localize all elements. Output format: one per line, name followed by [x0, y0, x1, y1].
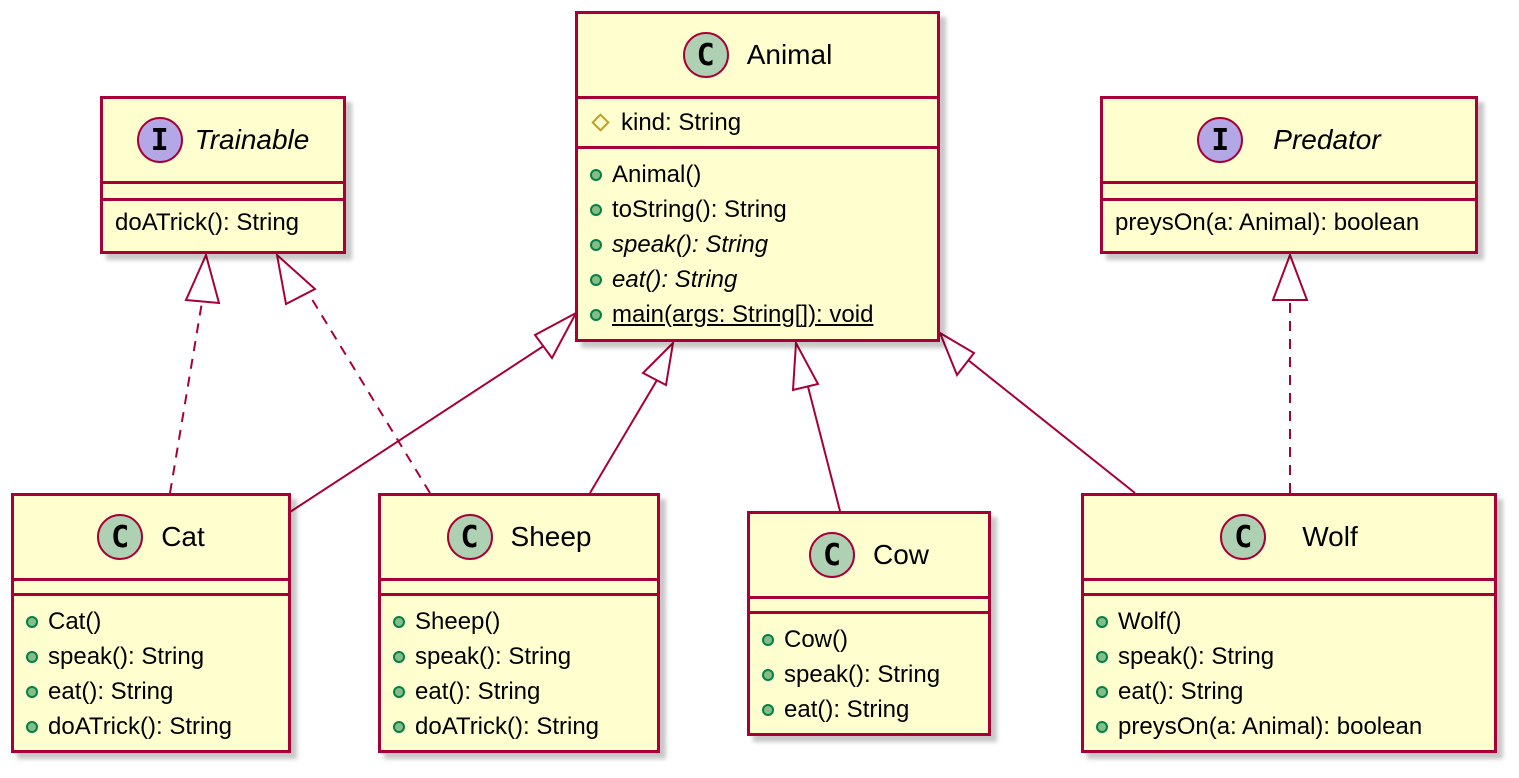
arrowhead-cat-animal: [533, 310, 579, 360]
edge-cat-animal: [289, 331, 566, 513]
interface-badge-icon: I: [1197, 117, 1244, 163]
class-cat[interactable]: C Cat Cat() speak(): String eat(): Strin…: [11, 493, 291, 753]
method-row: preysOn(a: Animal): boolean: [1115, 208, 1420, 236]
public-icon: [1096, 685, 1108, 698]
method-row: Animal(): [590, 157, 925, 192]
public-icon: [590, 203, 602, 216]
public-icon: [762, 703, 774, 716]
public-icon: [393, 685, 405, 698]
public-icon: [590, 308, 602, 321]
public-icon: [1096, 615, 1108, 628]
edge-sheep-animal: [589, 374, 661, 494]
field-section: [14, 581, 288, 593]
class-badge-icon: C: [97, 514, 144, 560]
method-row: speak(): String: [26, 639, 276, 674]
arrowhead-cat-trainable: [184, 252, 221, 305]
method-row: eat(): String: [393, 674, 645, 709]
arrowhead-sheep-animal: [641, 340, 675, 387]
method-section: preysOn(a: Animal): boolean: [1103, 201, 1475, 246]
public-icon: [590, 273, 602, 286]
edge-wolf-animal: [957, 351, 1136, 494]
public-icon: [26, 720, 38, 733]
method-row: speak(): String: [393, 639, 645, 674]
public-icon: [26, 685, 38, 698]
method-row: eat(): String: [762, 692, 976, 727]
method-row: Cow(): [762, 622, 976, 657]
public-icon: [762, 633, 774, 646]
public-icon: [393, 650, 405, 663]
method-section: Cat() speak(): String eat(): String doAT…: [14, 596, 288, 750]
method-section: Sheep() speak(): String eat(): String do…: [381, 596, 657, 750]
field-section: [1084, 581, 1494, 593]
edge-cow-animal: [804, 374, 841, 512]
field-row: kind: String: [590, 105, 925, 140]
class-badge-icon: C: [1220, 514, 1267, 560]
method-row: speak(): String: [590, 227, 925, 262]
class-name: Cat: [161, 521, 205, 552]
public-icon: [762, 668, 774, 681]
interface-badge-icon: I: [136, 117, 183, 163]
class-badge-icon: C: [682, 32, 729, 78]
class-name: Wolf: [1302, 521, 1358, 552]
protected-icon: [591, 113, 610, 132]
edge-cat-trainable: [169, 301, 203, 494]
method-row: speak(): String: [762, 657, 976, 692]
class-sheep[interactable]: C Sheep Sheep() speak(): String eat(): S…: [378, 493, 660, 753]
method-row: Cat(): [26, 604, 276, 639]
class-badge-icon: C: [446, 514, 493, 560]
edge-sheep-trainable: [309, 295, 431, 494]
method-section: Animal() toString(): String speak(): Str…: [578, 149, 937, 338]
method-row: Wolf(): [1096, 604, 1482, 639]
public-icon: [1096, 720, 1108, 733]
arrowhead-wolf-animal: [937, 330, 976, 377]
arrowhead-cow-animal: [791, 339, 820, 392]
field-section: [103, 184, 343, 198]
public-icon: [590, 238, 602, 251]
public-icon: [393, 720, 405, 733]
method-row: doATrick(): String: [26, 709, 276, 744]
field-section: [750, 599, 988, 611]
field-section: [381, 581, 657, 593]
method-section: Cow() speak(): String eat(): String: [750, 614, 988, 733]
class-name: Cow: [872, 539, 929, 570]
method-row: eat(): String: [1096, 674, 1482, 709]
method-row: main(args: String[]): void: [590, 297, 925, 332]
method-section: doATrick(): String: [103, 201, 343, 246]
method-row: preysOn(a: Animal): boolean: [1096, 709, 1482, 744]
interface-predator[interactable]: I Predator preysOn(a: Animal): boolean: [1100, 96, 1478, 254]
class-wolf[interactable]: C Wolf Wolf() speak(): String eat(): Str…: [1081, 493, 1497, 753]
public-icon: [26, 615, 38, 628]
arrowhead-sheep-trainable: [275, 252, 317, 306]
method-row: eat(): String: [26, 674, 276, 709]
method-row: toString(): String: [590, 192, 925, 227]
interface-trainable[interactable]: I Trainable doATrick(): String: [100, 96, 346, 254]
method-section: Wolf() speak(): String eat(): String pre…: [1084, 596, 1494, 750]
class-name: Animal: [746, 39, 833, 70]
field-section: kind: String: [578, 99, 937, 146]
class-name: Sheep: [510, 521, 592, 552]
method-row: speak(): String: [1096, 639, 1482, 674]
interface-name: Predator: [1273, 124, 1381, 155]
public-icon: [590, 168, 602, 181]
class-cow[interactable]: C Cow Cow() speak(): String eat(): Strin…: [747, 511, 991, 736]
method-row: Sheep(): [393, 604, 645, 639]
field-section: [1103, 184, 1475, 198]
arrowhead-wolf-predator: [1271, 252, 1309, 301]
method-row: eat(): String: [590, 262, 925, 297]
class-animal[interactable]: C Animal kind: String Animal() toString(…: [575, 11, 940, 342]
method-row: doATrick(): String: [393, 709, 645, 744]
method-row: doATrick(): String: [115, 208, 300, 236]
class-badge-icon: C: [808, 532, 855, 578]
public-icon: [1096, 650, 1108, 663]
public-icon: [26, 650, 38, 663]
interface-name: Trainable: [194, 124, 310, 155]
public-icon: [393, 615, 405, 628]
